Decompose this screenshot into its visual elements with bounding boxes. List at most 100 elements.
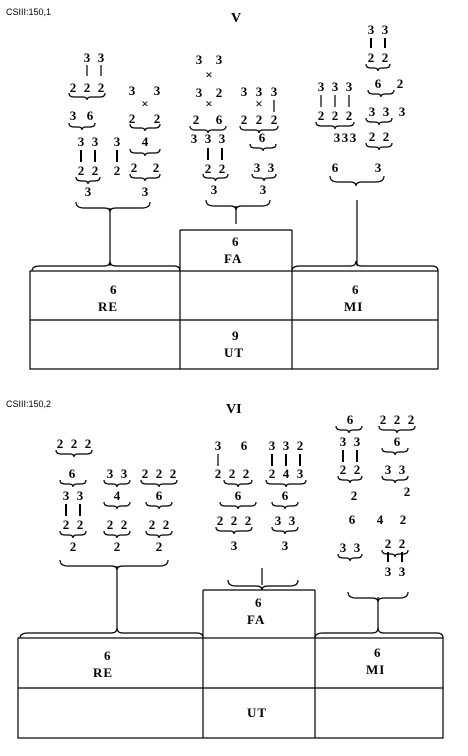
digit-six: 6	[235, 488, 242, 503]
top-table-grid	[29, 229, 439, 370]
tree-brace	[381, 549, 409, 558]
bottom-fa-number: 6	[255, 595, 263, 610]
digit-three: 3	[368, 22, 375, 37]
tree-brace	[249, 143, 277, 152]
tree-brace	[265, 479, 307, 488]
digit-three: 3	[340, 540, 347, 555]
digit-two: 2	[98, 80, 105, 95]
digit-six: 6	[332, 160, 339, 175]
digit-three: 3	[241, 84, 248, 99]
tree-brace	[103, 501, 131, 510]
tree-brace	[271, 526, 299, 535]
digit-three: 3	[70, 108, 77, 123]
digit-two: 2	[163, 517, 170, 532]
digit-two: 2	[85, 436, 92, 451]
tree-brace	[271, 501, 299, 510]
tree-brace	[239, 125, 279, 134]
digit-two: 2	[383, 129, 390, 144]
tree-brace	[59, 530, 87, 539]
digit-three: 3	[350, 130, 357, 145]
digit-two: 2	[271, 112, 278, 127]
digit-two: 2	[219, 161, 226, 176]
tree-brace	[145, 530, 173, 539]
digit-six: 6	[394, 434, 401, 449]
tree-brace	[75, 176, 101, 185]
tree-brace	[129, 173, 161, 182]
digit-three: 3	[383, 104, 390, 119]
tree-brace	[59, 479, 87, 488]
bottom-mi-label: MI	[366, 662, 385, 677]
digit-three: 3	[342, 130, 349, 145]
digit-six: 6	[375, 76, 382, 91]
digit-six: 6	[216, 112, 223, 127]
digit-three: 3	[216, 52, 223, 67]
tree-brace	[381, 475, 409, 484]
tree-brace	[365, 63, 391, 72]
digit-two: 2	[256, 112, 263, 127]
digit-cross: ×	[255, 96, 262, 111]
tree-brace	[223, 479, 253, 488]
digit-three: 3	[260, 182, 267, 197]
bottom-braces	[19, 559, 444, 639]
digit-two: 2	[382, 50, 389, 65]
tree-brace	[337, 553, 363, 562]
digit-three: 3	[219, 131, 226, 146]
digit-three: 3	[382, 22, 389, 37]
digit-six: 6	[349, 512, 356, 527]
digit-three: 3	[399, 104, 406, 119]
digit-two: 2	[404, 484, 411, 499]
tree-brace	[140, 479, 178, 488]
digit-two: 2	[92, 163, 99, 178]
digit-two: 2	[57, 436, 64, 451]
digit-six: 6	[156, 488, 163, 503]
digit-cross: ×	[205, 67, 212, 82]
digit-six: 6	[347, 412, 354, 427]
digit-two: 2	[351, 488, 358, 503]
digit-two: 2	[170, 466, 177, 481]
digit-two: 2	[71, 436, 78, 451]
digit-two: 2	[78, 163, 85, 178]
digit-two: 2	[385, 536, 392, 551]
digit-two: 2	[354, 462, 361, 477]
digit-three: 3	[92, 134, 99, 149]
tree-brace	[215, 526, 253, 535]
digit-three: 3	[215, 438, 222, 453]
digit-three: 3	[78, 134, 85, 149]
bottom-re-label: RE	[93, 665, 113, 680]
digit-two: 2	[229, 466, 236, 481]
digit-two: 2	[245, 513, 252, 528]
tree-brace	[337, 475, 363, 484]
digit-cross: ×	[205, 96, 212, 111]
digit-three: 3	[63, 488, 70, 503]
digit-six: 6	[259, 130, 266, 145]
digit-two: 2	[332, 108, 339, 123]
bottom-mi-number: 6	[374, 645, 382, 660]
bottom-reference-label: CSIII:150,2	[6, 399, 51, 409]
top-ut-number: 9	[232, 328, 240, 343]
digit-three: 3	[354, 434, 361, 449]
digit-two: 2	[142, 466, 149, 481]
tree-brace	[68, 92, 106, 101]
top-mi-number: 6	[352, 282, 360, 297]
digit-four: 4	[283, 466, 290, 481]
digit-two: 2	[408, 412, 415, 427]
top-mi-label: MI	[344, 299, 363, 314]
digit-two: 2	[121, 517, 128, 532]
digit-three: 3	[385, 462, 392, 477]
digit-three: 3	[268, 160, 275, 175]
digit-two: 2	[193, 112, 200, 127]
digit-three: 3	[196, 52, 203, 67]
digit-two: 2	[131, 160, 138, 175]
digit-two: 2	[369, 129, 376, 144]
digit-two: 2	[368, 50, 375, 65]
digit-six: 6	[87, 108, 94, 123]
digit-two: 2	[269, 466, 276, 481]
tree-brace	[365, 142, 393, 151]
top-re-number: 6	[110, 282, 118, 297]
digit-two: 2	[114, 163, 121, 178]
tree-brace	[129, 123, 161, 132]
